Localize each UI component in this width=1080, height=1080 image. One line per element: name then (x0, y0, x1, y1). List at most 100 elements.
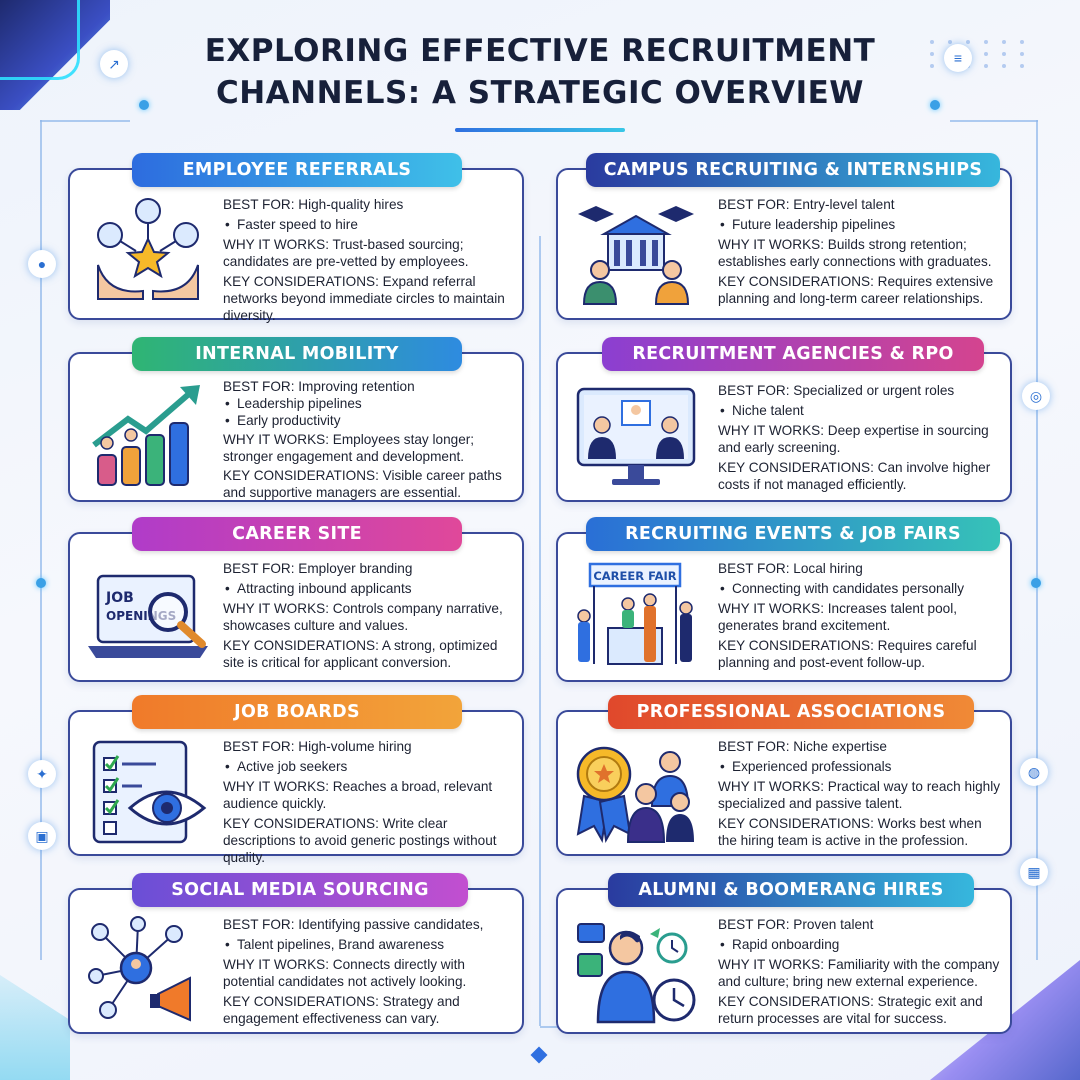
card-content: BEST FOR: Entry-level talent Future lead… (718, 196, 1002, 310)
best-for-text: BEST FOR: Employer branding (223, 561, 413, 576)
card-title: CAMPUS RECRUITING & INTERNSHIPS (586, 153, 1000, 187)
card-title: PROFESSIONAL ASSOCIATIONS (608, 695, 974, 729)
growth-chart-icon: ↗ (100, 50, 128, 78)
circuit-line (950, 120, 1038, 122)
key-considerations-text: KEY CONSIDERATIONS: Requires extensive p… (718, 274, 994, 306)
why-it-works-text: WHY IT WORKS: Connects directly with pot… (223, 957, 467, 989)
icon-label: JOB (105, 590, 134, 606)
why-it-works-text: WHY IT WORKS: Employees stay longer; str… (223, 432, 475, 464)
best-for-text: BEST FOR: Improving retention (223, 379, 415, 394)
why-it-works-text: WHY IT WORKS: Increases talent pool, gen… (718, 601, 957, 633)
best-for-text: BEST FOR: High-quality hires (223, 197, 404, 212)
spark-icon: ✦ (28, 760, 56, 788)
why-it-works-text: WHY IT WORKS: Trust-based sourcing; cand… (223, 237, 469, 269)
why-it-works-text: WHY IT WORKS: Deep expertise in sourcing… (718, 423, 989, 455)
card-career-site: CAREER SITE JOB OPENINGS BEST FOR: Emplo… (68, 517, 524, 682)
circuit-node (36, 578, 46, 588)
globe-icon: ◍ (1020, 758, 1048, 786)
key-considerations-text: KEY CONSIDERATIONS: Strategy and engagem… (223, 994, 460, 1026)
key-considerations-text: KEY CONSIDERATIONS: Works best when the … (718, 816, 982, 848)
calendar-icon: ▦ (1020, 858, 1048, 886)
card-content: BEST FOR: Improving retention Leadership… (223, 378, 514, 504)
bullet-item: Faster speed to hire (223, 216, 514, 233)
target-icon: ◎ (1022, 382, 1050, 410)
social-network-megaphone-icon (82, 912, 214, 1028)
bullet-item: Early productivity (223, 412, 514, 429)
bullet-item: Connecting with candidates personally (718, 580, 1002, 597)
best-for-text: BEST FOR: Local hiring (718, 561, 863, 576)
circuit-node (1031, 578, 1041, 588)
card-social-media-sourcing: SOCIAL MEDIA SOURCING BEST FOR: Identify… (68, 873, 524, 1034)
card-employee-referrals: EMPLOYEE REFERRALS BEST FOR: High-qualit… (68, 153, 524, 323)
growth-arrow-people-icon (82, 376, 214, 492)
why-it-works-text: WHY IT WORKS: Builds strong retention; e… (718, 237, 992, 269)
key-considerations-text: KEY CONSIDERATIONS: Requires careful pla… (718, 638, 977, 670)
university-building-icon (570, 192, 702, 308)
key-considerations-text: KEY CONSIDERATIONS: A strong, optimized … (223, 638, 498, 670)
card-content: BEST FOR: Proven talent Rapid onboarding… (718, 916, 1002, 1030)
card-job-boards: JOB BOARDS BEST FOR: High-volume hiring … (68, 695, 524, 865)
key-considerations-text: KEY CONSIDERATIONS: Strategic exit and r… (718, 994, 983, 1026)
briefcase-icon: ▣ (28, 822, 56, 850)
card-content: BEST FOR: High-volume hiring Active job … (223, 738, 514, 869)
diamond-decoration (530, 1046, 548, 1064)
career-fair-booth-icon: CAREER FAIR (570, 556, 702, 672)
best-for-text: BEST FOR: Identifying passive candidates… (223, 917, 484, 932)
best-for-text: BEST FOR: Entry-level talent (718, 197, 895, 212)
card-title: ALUMNI & BOOMERANG HIRES (608, 873, 974, 907)
why-it-works-text: WHY IT WORKS: Controls company narrative… (223, 601, 503, 633)
award-badge-professionals-icon (570, 734, 702, 850)
circuit-line (40, 120, 42, 960)
bullet-item: Attracting inbound applicants (223, 580, 514, 597)
card-title: RECRUITING EVENTS & JOB FAIRS (586, 517, 1000, 551)
circuit-line (539, 236, 541, 1026)
title-line-2: CHANNELS: A STRATEGIC OVERVIEW (215, 75, 865, 111)
card-title: JOB BOARDS (132, 695, 462, 729)
why-it-works-text: WHY IT WORKS: Reaches a broad, relevant … (223, 779, 493, 811)
bullet-item: Experienced professionals (718, 758, 1002, 775)
circuit-line (40, 120, 130, 122)
card-alumni-boomerang: ALUMNI & BOOMERANG HIRES BEST FOR: Prove… (556, 873, 1012, 1034)
card-content: BEST FOR: Employer branding Attracting i… (223, 560, 514, 674)
card-title: INTERNAL MOBILITY (132, 337, 462, 371)
card-professional-associations: PROFESSIONAL ASSOCIATIONS BEST FOR: Nich… (556, 695, 1012, 856)
best-for-text: BEST FOR: High-volume hiring (223, 739, 412, 754)
returning-employee-clock-icon (570, 912, 702, 1028)
card-campus-recruiting: CAMPUS RECRUITING & INTERNSHIPS BEST FOR… (556, 153, 1012, 320)
card-content: BEST FOR: Niche expertise Experienced pr… (718, 738, 1002, 852)
best-for-text: BEST FOR: Proven talent (718, 917, 874, 932)
circuit-line (1036, 120, 1038, 960)
video-interview-monitor-icon (570, 376, 702, 492)
user-icon: ● (28, 250, 56, 278)
why-it-works-text: WHY IT WORKS: Familiarity with the compa… (718, 957, 1000, 989)
bullet-item: Active job seekers (223, 758, 514, 775)
bullet-item: Rapid onboarding (718, 936, 1002, 953)
card-content: BEST FOR: Local hiring Connecting with c… (718, 560, 1002, 674)
laptop-job-openings-icon: JOB OPENINGS (82, 556, 214, 672)
card-title: CAREER SITE (132, 517, 462, 551)
best-for-text: BEST FOR: Specialized or urgent roles (718, 383, 955, 398)
key-considerations-text: KEY CONSIDERATIONS: Expand referral netw… (223, 274, 505, 323)
bullet-item: Future leadership pipelines (718, 216, 1002, 233)
icon-label: CAREER FAIR (593, 569, 676, 583)
bullet-item: Talent pipelines, Brand awareness (223, 936, 514, 953)
circuit-node (139, 100, 149, 110)
card-title: SOCIAL MEDIA SOURCING (132, 873, 468, 907)
corner-decoration (0, 975, 70, 1080)
key-considerations-text: KEY CONSIDERATIONS: Can involve higher c… (718, 460, 991, 492)
card-recruitment-agencies: RECRUITMENT AGENCIES & RPO BEST FOR: Spe… (556, 337, 1012, 502)
checklist-eye-icon (82, 734, 214, 850)
corner-decoration-line (0, 0, 80, 80)
key-considerations-text: KEY CONSIDERATIONS: Write clear descript… (223, 816, 497, 865)
title-line-1: EXPLORING EFFECTIVE RECRUITMENT (204, 33, 876, 69)
referral-network-hands-icon (82, 192, 214, 308)
card-title: EMPLOYEE REFERRALS (132, 153, 462, 187)
card-internal-mobility: INTERNAL MOBILITY BEST FOR: Improving re… (68, 337, 524, 504)
card-content: BEST FOR: Identifying passive candidates… (223, 916, 514, 1030)
why-it-works-text: WHY IT WORKS: Practical way to reach hig… (718, 779, 1001, 811)
bullet-item: Niche talent (718, 402, 1002, 419)
bullet-item: Leadership pipelines (223, 395, 514, 412)
document-icon: ≡ (944, 44, 972, 72)
page-title: EXPLORING EFFECTIVE RECRUITMENT CHANNELS… (120, 30, 960, 114)
card-content: BEST FOR: High-quality hires Faster spee… (223, 196, 514, 327)
